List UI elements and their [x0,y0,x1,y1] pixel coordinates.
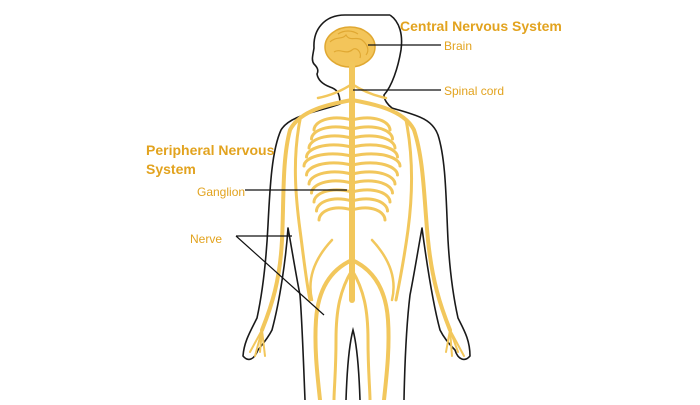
nerve-label: Nerve [190,232,223,246]
ribs-nerves [302,116,402,222]
spinal-cord-label: Spinal cord [444,84,505,98]
rib-nerve-right [350,134,397,150]
rib-nerve-left [315,197,354,213]
rib-nerve-right [350,152,402,168]
left-pelvic-nerve [309,238,334,302]
rib-nerve-left [307,134,354,150]
left-arm-nerve [260,98,354,332]
left-leg-inner-nerve [332,268,354,402]
right-leg-inner-nerve [350,268,372,402]
rib-nerve-right [350,116,392,132]
right-arm-nerve [350,98,452,332]
rib-nerve-left [312,188,354,204]
rib-nerve-left [317,206,354,222]
left-leg-nerve [313,258,354,402]
rib-nerve-left [305,161,354,177]
rib-nerve-left [307,170,354,186]
ganglion-label: Ganglion [197,185,246,199]
left-neck-nerve [316,82,354,100]
rib-nerve-right [350,206,387,222]
right-hand-nerve [449,329,453,357]
rib-nerve-right [350,179,394,195]
rib-nerve-left [305,143,354,159]
peripheral-nervous-system [249,82,465,402]
brain-folds [329,30,369,59]
rib-nerve-right [350,170,397,186]
right-arm-inner-nerve [394,118,413,302]
right-neck-nerve [350,82,388,100]
central-nervous-system-heading: Central Nervous System [400,18,562,34]
rib-nerve-right [350,125,394,141]
rib-nerve-right [350,197,389,213]
rib-nerve-right [350,161,399,177]
rib-nerve-right [350,143,399,159]
rib-nerve-right [350,188,392,204]
nerve-leader-line-leg [235,235,325,316]
left-arm-inner-nerve [293,118,312,302]
brain-label: Brain [444,39,473,53]
leg-divide-outline [345,326,361,401]
right-leg-nerve [350,258,391,402]
right-pelvic-nerve [370,238,395,302]
right-hand-nerve [449,329,465,357]
rib-nerve-left [310,125,354,141]
rib-nerve-left [310,179,354,195]
rib-nerve-left [312,116,354,132]
peripheral-nervous-system-heading: Peripheral Nervous System [146,142,275,177]
left-hand-nerve [261,329,266,357]
rib-nerve-left [302,152,354,168]
